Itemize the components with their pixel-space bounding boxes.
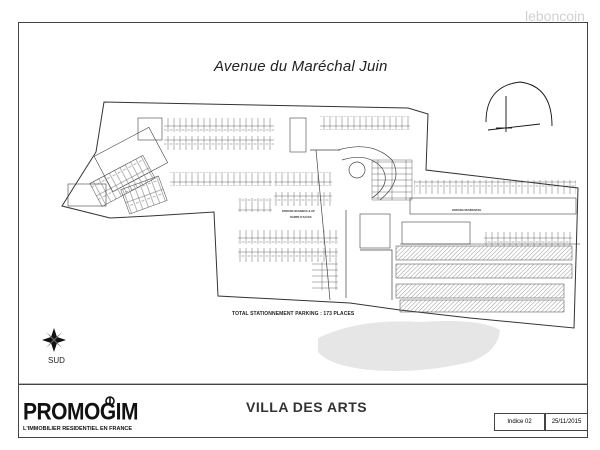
scan-smudge [318,321,500,371]
revision-cell: Indice 02 [494,413,545,431]
total-parking-label: TOTAL STATIONNEMENT PARKING : 173 PLACES [232,311,355,317]
project-name: VILLA DES ARTS [246,399,368,415]
title-block [18,384,588,438]
drawing-frame [18,22,588,438]
access-ramp [310,146,397,301]
zone-label-business: PARKING BUSINESS & HP [282,210,315,213]
watermark: leboncoin [525,8,585,24]
compass-label: SUD [48,356,65,365]
central-stall-rows [238,117,413,290]
north-stall-rows [164,116,410,206]
company-tagline: L'IMMOBILIER RESIDENTIEL EN FRANCE [23,426,133,432]
east-block [395,180,580,313]
date-cell: 25/11/2015 [545,413,588,431]
date-text: 25/11/2015 [551,419,582,425]
company-logo-icon [105,396,115,406]
company-logo-name: PROMOGIM [23,399,139,426]
compass-rose-icon [42,328,66,352]
situation-sketch [485,81,553,132]
west-wing [67,117,169,215]
street-name: Avenue du Maréchal Juin [214,58,388,75]
zone-label-ramp: RAMPE D'ACCES [290,216,312,219]
revision-text: Indice 02 [507,419,532,425]
zone-label-residential: PARKING RESIDENTIEL [452,209,482,212]
building-outline [61,101,579,329]
